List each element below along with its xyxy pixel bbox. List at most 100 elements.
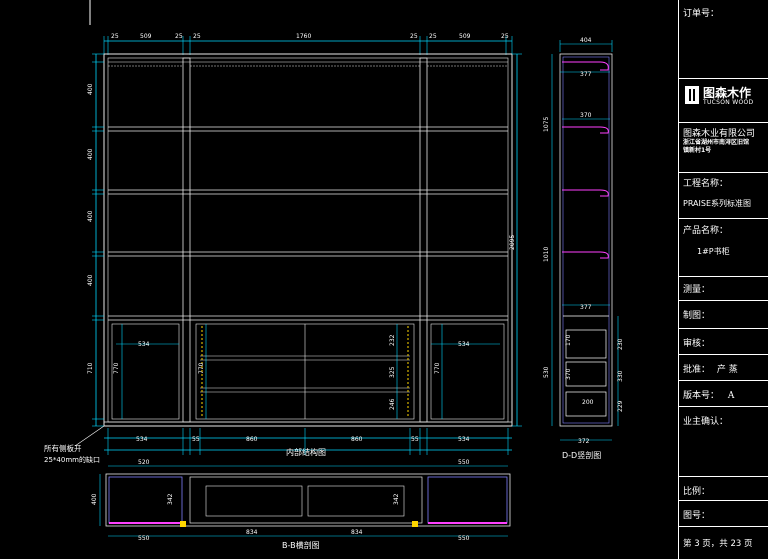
project-label: 工程名称： xyxy=(683,179,729,189)
company-address-2: 镇新村1号 xyxy=(683,147,712,154)
draw-row: 制图： xyxy=(679,300,768,328)
note-line-2: 25*40mm的缺口 xyxy=(44,455,100,464)
dim-top-3: 25 xyxy=(175,33,183,40)
dim-bottom-6: 534 xyxy=(458,436,470,443)
bb-section-title: B-B横剖图 xyxy=(282,540,320,550)
dim-top-7: 25 xyxy=(429,33,437,40)
dim-bottom-3: 860 xyxy=(246,436,258,443)
logo-row xyxy=(679,78,768,122)
product-row: 产品名称： 1#P书柜 xyxy=(679,218,768,276)
page-label: 第 3 页，共 23 页 xyxy=(683,539,753,549)
dim-bottom-1: 534 xyxy=(136,436,148,443)
scale-label: 比例： xyxy=(683,487,711,497)
dd-section-title: D-D竖剖图 xyxy=(562,450,601,460)
company-name: 图森木业有限公司 xyxy=(683,129,756,139)
survey-label: 测量： xyxy=(683,285,711,295)
dd-dim-3: 377 xyxy=(580,304,592,311)
dim-top-4: 25 xyxy=(193,33,201,40)
logo-mark-icon xyxy=(685,86,699,104)
front-elevation xyxy=(74,36,522,455)
bb-bottom-1: 550 xyxy=(138,535,150,542)
dim-left-7: 710 xyxy=(87,362,94,374)
company-address-1: 浙江省湖州市南浔区旧馆 xyxy=(683,139,750,146)
drawing-no-label: 图号： xyxy=(683,511,711,521)
bb-side-1: 400 xyxy=(91,493,98,505)
owner-confirm-row: 业主确认： xyxy=(679,406,768,476)
bb-bottom-3: 834 xyxy=(351,529,363,536)
door-height-mid: 770 xyxy=(198,362,205,374)
dim-top-8: 509 xyxy=(459,33,471,40)
version-row: 版本号： A xyxy=(679,380,768,406)
door-height-left: 770 xyxy=(113,362,120,374)
project-row: 工程名称： PRAISE系列标准图 xyxy=(679,172,768,218)
survey-row: 测量： xyxy=(679,276,768,300)
bb-bottom-4: 550 xyxy=(458,535,470,542)
dim-left-5: 400 xyxy=(87,274,94,286)
order-no-row: 订单号： xyxy=(679,6,768,19)
dim-top-1: 25 xyxy=(111,33,119,40)
project-value: PRAISE系列标准图 xyxy=(683,199,752,208)
section-bb xyxy=(99,465,511,537)
dim-bottom-4: 860 xyxy=(351,436,363,443)
dd-inner-3: 370 xyxy=(565,368,572,380)
owner-confirm-label: 业主确认： xyxy=(683,417,729,427)
mid-dim-1: 232 xyxy=(389,334,396,346)
product-label: 产品名称： xyxy=(683,226,729,236)
dd-bottom-dim: 372 xyxy=(578,438,590,445)
review-label: 审核： xyxy=(683,339,711,349)
draw-label: 制图： xyxy=(683,311,711,321)
order-no-label: 订单号： xyxy=(683,9,720,19)
dd-right-1: 230 xyxy=(617,338,624,350)
dim-left-2: 400 xyxy=(87,83,94,95)
scale-row: 比例： xyxy=(679,476,768,500)
bb-bottom-2: 834 xyxy=(246,529,258,536)
dd-top-dim: 404 xyxy=(580,37,592,44)
logo-text-cn: 图森木作 xyxy=(703,86,752,100)
product-value: 1#P书柜 xyxy=(697,247,730,256)
dim-top-5: 1760 xyxy=(296,33,311,40)
mid-dim-5: 246 xyxy=(389,398,396,410)
title-block: 订单号： 图森木作 TUCSON WOOD 图森木业有限公司 浙江省湖州市南浔区… xyxy=(678,0,768,559)
door-dim-right: 534 xyxy=(458,341,470,348)
dim-top-2: 509 xyxy=(140,33,152,40)
approve-row: 批准： 产 蒸 xyxy=(679,354,768,380)
mid-dim-3: 325 xyxy=(389,366,396,378)
dd-dim-2: 370 xyxy=(580,112,592,119)
dim-right-total: 2095 xyxy=(509,235,516,250)
bb-side-2: 342 xyxy=(167,493,174,505)
dd-right-2: 330 xyxy=(617,370,624,382)
dd-left-1: 1075 xyxy=(543,117,550,132)
logo-text-en: TUCSON WOOD xyxy=(703,99,754,106)
version-label: 版本号： xyxy=(683,391,720,401)
dim-top-6: 25 xyxy=(410,33,418,40)
dd-dim-1: 377 xyxy=(580,71,592,78)
dim-top-9: 25 xyxy=(501,33,509,40)
drawing-no-row: 图号： xyxy=(679,500,768,526)
dd-inner-2: 200 xyxy=(582,399,594,406)
dd-left-3: 530 xyxy=(543,366,550,378)
dd-right-3: 229 xyxy=(617,400,624,412)
inner-structure-title: 内部结构图 xyxy=(286,447,326,457)
review-row: 审核： xyxy=(679,328,768,354)
dim-left-4: 400 xyxy=(87,210,94,222)
door-height-right: 770 xyxy=(434,362,441,374)
version-value: A xyxy=(727,391,735,401)
dim-left-3: 400 xyxy=(87,148,94,160)
note-line-1: 所有侧板开 xyxy=(44,443,82,453)
door-dim-left: 534 xyxy=(138,341,150,348)
section-dd xyxy=(551,40,619,441)
dd-left-2: 1010 xyxy=(543,247,550,262)
bb-side-3: 342 xyxy=(393,493,400,505)
page-row: 第 3 页，共 23 页 xyxy=(679,526,768,559)
company-logo: 图森木作 TUCSON WOOD xyxy=(685,84,765,112)
company-row: 图森木业有限公司 浙江省湖州市南浔区旧馆 镇新村1号 xyxy=(679,122,768,172)
bb-top-left: 520 xyxy=(138,459,150,466)
bb-top-right: 550 xyxy=(458,459,470,466)
approve-value: 产 蒸 xyxy=(716,365,738,375)
approve-label: 批准： xyxy=(683,365,711,375)
dim-bottom-5: 55 xyxy=(411,436,419,443)
dd-inner-1: 170 xyxy=(565,334,572,346)
dim-bottom-2: 55 xyxy=(192,436,200,443)
